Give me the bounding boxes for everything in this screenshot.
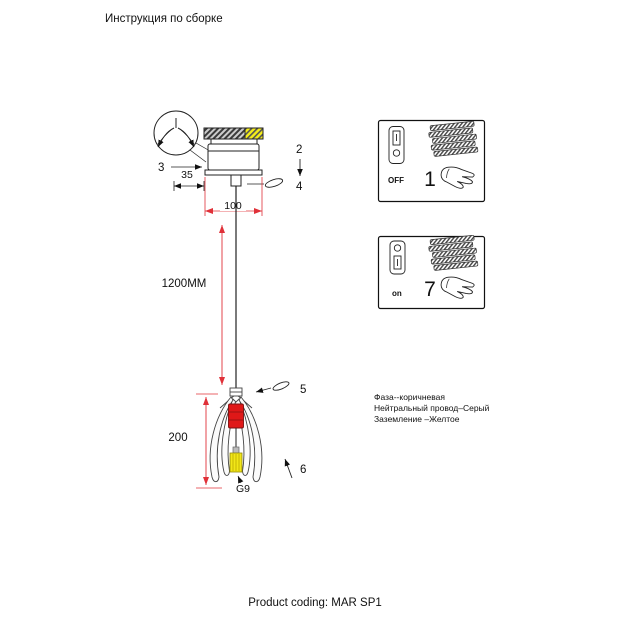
legend-neutral: Нейтральный провод–Серый (374, 403, 490, 413)
legend-ground: Заземление –Желтое (374, 414, 460, 424)
canopy (207, 143, 260, 171)
step-6-arrow (284, 458, 293, 479)
dim-canopy-lines (173, 181, 205, 191)
rocker-switch-off-icon (388, 126, 405, 164)
bulb-hatch (232, 454, 240, 471)
plate-yellow-end (244, 127, 264, 140)
panel-power-off: OFF 1 (377, 119, 486, 203)
switch-on-label: on (392, 289, 402, 298)
switch-off-label: OFF (388, 176, 404, 185)
striped-wires-icon (427, 120, 479, 158)
legend-phase: Фаза--коричневая (374, 392, 445, 402)
dim-base: 100 (224, 200, 242, 212)
dim-canopy: 35 (181, 169, 193, 181)
wire-color-legend: Фаза--коричневая Нейтральный провод–Серы… (374, 392, 489, 425)
panel-step-7: 7 (424, 278, 436, 301)
dim-shade: 200 (168, 432, 187, 444)
screw-icon-2 (255, 381, 290, 393)
rocker-switch-on-icon (389, 240, 406, 275)
step-6-label: 6 (300, 464, 306, 476)
spring-clip-detail-icon (153, 110, 211, 163)
canopy-stem (230, 174, 242, 187)
ceiling-mount (203, 127, 264, 187)
page-title: Инструкция по сборке (105, 13, 223, 25)
step-2-label: 2 (296, 144, 302, 156)
bulb-label: G9 (236, 483, 250, 495)
dim-base-bg (220, 199, 246, 211)
striped-wires-icon-2 (427, 234, 479, 272)
product-coding: Product coding: MAR SP1 (248, 597, 382, 609)
step-3-label: 3 (158, 162, 164, 174)
lampshade (209, 387, 263, 483)
screw-icon (247, 178, 284, 188)
panel-power-on: on 7 (377, 234, 486, 310)
step-4-label: 4 (296, 181, 303, 193)
bulb-cap (232, 446, 240, 454)
panel-step-1: 1 (424, 168, 436, 191)
step-5-label: 5 (300, 384, 306, 396)
dim-wire: 1200MM (162, 278, 207, 290)
g9-leader (237, 475, 244, 484)
dim-shade-lines (196, 393, 222, 489)
lamp-socket (228, 403, 244, 429)
